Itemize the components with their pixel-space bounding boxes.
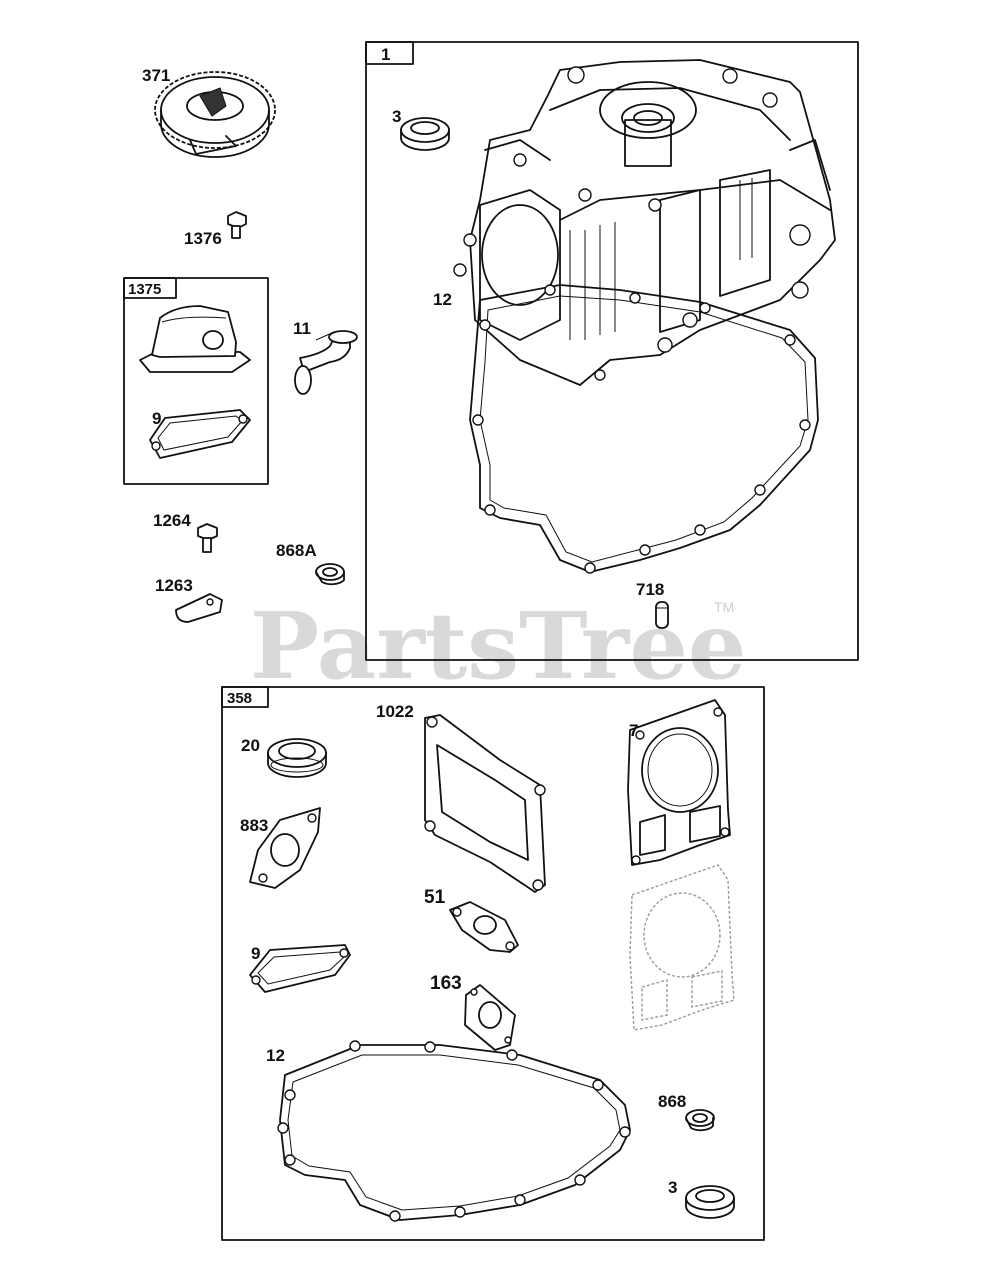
part-9-gasket-bottom[interactable] [249,944,351,993]
part-11-breather-tube[interactable] [294,330,358,395]
callout-51: 51 [424,887,446,908]
part-1263-plate[interactable] [175,593,223,623]
part-7-head-gasket-ghost [629,864,735,1031]
callout-883: 883 [240,816,268,835]
part-12-gasket-bottom[interactable] [277,1040,631,1222]
part-163-gasket[interactable] [464,984,516,1051]
part-1264-screw[interactable] [197,523,218,553]
callout-7: 7 [629,721,638,740]
assembly-box-358 [221,686,765,1241]
part-718-dowel-pin[interactable] [655,601,669,629]
part-51-gasket[interactable] [449,901,519,953]
engine-block[interactable] [453,59,836,386]
callout-9-bottom: 9 [251,944,260,963]
part-9-gasket-top[interactable] [149,409,251,459]
callout-11: 11 [293,319,311,338]
callout-3-bottom: 3 [668,1178,677,1197]
part-7-head-gasket[interactable] [627,699,731,866]
part-1022-gasket[interactable] [424,714,546,893]
callout-718: 718 [636,580,664,599]
part-868-valve-seal[interactable] [685,1109,715,1132]
part-1375-breather-cover[interactable] [139,305,251,373]
assembly-box-1375 [123,277,269,485]
watermark-tm: TM [714,599,734,615]
callout-1376: 1376 [184,229,222,248]
assembly-box-358-tag [221,686,269,708]
callout-1264: 1264 [153,511,191,530]
callout-3-top: 3 [392,107,401,126]
part-20-oil-seal[interactable] [267,738,327,778]
callout-12-top: 12 [433,290,452,309]
part-12-gasket-top[interactable] [469,284,819,574]
assembly-box-358-label: 358 [227,690,252,707]
callout-868A: 868A [276,541,317,560]
part-371-gear[interactable] [154,71,276,158]
part-1376-bolt[interactable] [227,211,247,239]
assembly-box-1375-label: 1375 [128,281,161,298]
callout-163: 163 [430,973,462,994]
part-883-gasket[interactable] [249,807,321,889]
part-868A-valve-seal[interactable] [315,563,345,586]
callout-12-bottom: 12 [266,1046,285,1065]
callout-868: 868 [658,1092,686,1111]
assembly-box-1375-tag [123,277,177,299]
assembly-box-1-tag [365,41,414,65]
watermark-text: PartsTree [250,592,746,700]
callout-9-top: 9 [152,409,161,428]
callout-1022: 1022 [376,702,414,721]
part-3-seal-bottom[interactable] [685,1185,735,1219]
assembly-box-1 [365,41,859,661]
callout-1263: 1263 [155,576,193,595]
assembly-box-1-label: 1 [381,45,390,64]
callout-371: 371 [142,66,170,85]
callout-20: 20 [241,736,260,755]
part-3-seal[interactable] [400,117,450,151]
